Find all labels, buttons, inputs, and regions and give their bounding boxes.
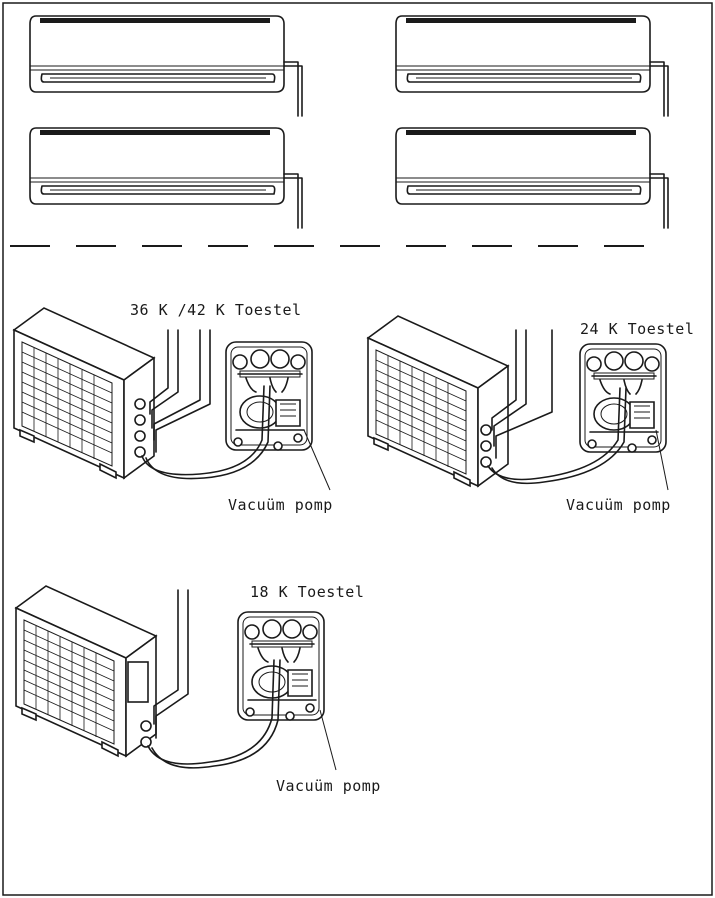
- outdoor-unit-36-42k: [13, 307, 211, 479]
- indoor-unit: [395, 127, 669, 229]
- outdoor-unit-18k: [15, 585, 189, 757]
- leader-line-pump-3: [319, 709, 337, 771]
- leader-line-pump-2: [655, 429, 669, 491]
- vacuum-pump-2: [579, 343, 667, 453]
- indoor-unit: [29, 15, 303, 117]
- indoor-unit: [395, 15, 669, 117]
- indoor-unit: [29, 127, 303, 229]
- label-vacuum-pump-3: Vacuüm pomp: [276, 777, 381, 795]
- vacuum-pump-3: [237, 611, 325, 721]
- leader-line-pump-1: [303, 429, 331, 491]
- label-unit-18k: 18 K Toestel: [250, 583, 364, 601]
- label-unit-36-42k: 36 K /42 K Toestel: [130, 301, 302, 319]
- label-unit-24k: 24 K Toestel: [580, 320, 694, 338]
- label-vacuum-pump-2: Vacuüm pomp: [566, 496, 671, 514]
- label-vacuum-pump-1: Vacuüm pomp: [228, 496, 333, 514]
- outdoor-unit-24k: [367, 315, 553, 487]
